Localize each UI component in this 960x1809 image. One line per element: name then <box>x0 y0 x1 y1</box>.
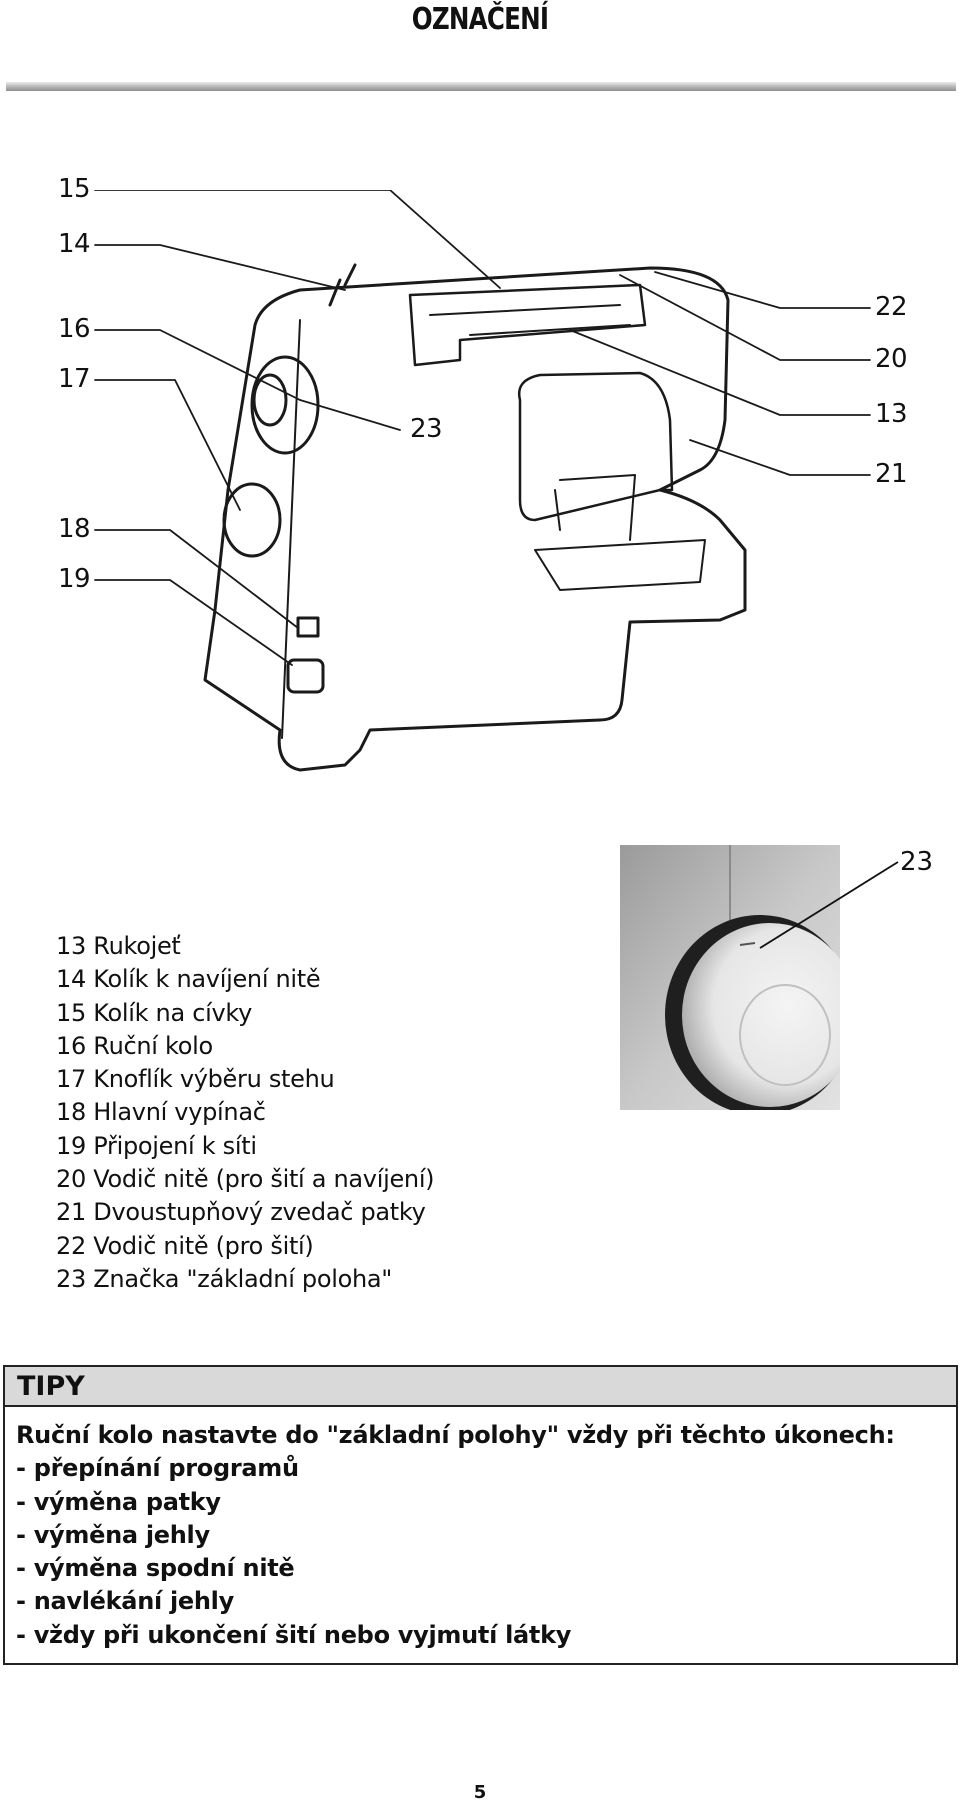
title-divider <box>6 82 956 91</box>
callout-14: 14 <box>58 229 91 259</box>
leader-16 <box>94 329 301 401</box>
leader-22 <box>654 271 871 309</box>
leader-23 <box>299 399 401 431</box>
power-socket <box>286 658 325 694</box>
list-item: 13 Rukojeť <box>56 932 181 960</box>
sewing-machine-illustration: 15 14 16 17 23 18 19 22 20 13 21 <box>0 174 960 850</box>
selector-knob <box>222 482 282 558</box>
power-switch <box>296 616 320 638</box>
callout-18: 18 <box>58 514 91 544</box>
leader-17 <box>94 379 241 511</box>
tips-item: - výměna jehly <box>16 1520 210 1549</box>
callout-22: 22 <box>875 292 908 322</box>
leader-15 <box>94 189 501 289</box>
callout-16: 16 <box>58 314 91 344</box>
tips-item: - výměna spodní nitě <box>16 1554 295 1583</box>
photo-leader-line <box>759 861 899 949</box>
leader-20 <box>619 274 871 361</box>
callout-20: 20 <box>875 344 908 374</box>
tips-item: - výměna patky <box>16 1487 221 1516</box>
tips-item: - navlékání jehly <box>16 1587 234 1616</box>
list-item: 22 Vodič nitě (pro šití) <box>56 1231 314 1260</box>
tips-item: - přepínání programů <box>16 1454 299 1483</box>
tips-intro: Ruční kolo nastavte do "základní polohy"… <box>16 1421 895 1449</box>
arm-opening <box>517 371 674 522</box>
list-item: 23 Značka "základní poloha" <box>56 1264 393 1293</box>
page-title: OZNAČENÍ <box>411 2 549 37</box>
photo-callout-23: 23 <box>900 847 934 877</box>
callout-21: 21 <box>875 459 908 489</box>
callout-17: 17 <box>58 364 91 394</box>
list-item: 19 Připojení k síti <box>56 1131 257 1160</box>
callout-23: 23 <box>410 414 443 444</box>
machine-body-outline <box>203 266 747 772</box>
leader-14 <box>94 244 346 291</box>
list-item: 18 Hlavní vypínač <box>56 1098 266 1127</box>
callout-15: 15 <box>58 174 91 204</box>
tips-list: - přepínání programů - výměna patky - vý… <box>16 1452 956 1652</box>
page-number: 5 <box>473 1782 487 1803</box>
tips-heading: TIPY <box>5 1367 956 1407</box>
hand-wheel-photo <box>620 845 858 1115</box>
list-item: 14 Kolík k navíjení nitě <box>56 965 321 994</box>
leader-21 <box>689 439 871 476</box>
list-item: 21 Dvoustupňový zvedač patky <box>56 1198 426 1227</box>
tips-box: TIPY Ruční kolo nastavte do "základní po… <box>3 1365 958 1665</box>
callout-19: 19 <box>58 564 91 594</box>
needle-plate <box>534 539 706 591</box>
parts-list: 13 Rukojeť 14 Kolík k navíjení nitě 15 K… <box>56 930 435 1296</box>
list-item: 20 Vodič nitě (pro šití a navíjení) <box>56 1165 435 1194</box>
list-item: 16 Ruční kolo <box>56 1031 213 1060</box>
sewing-machine-drawing <box>94 189 871 772</box>
hand-wheel-photo-drawing <box>620 845 858 1115</box>
callout-13: 13 <box>875 399 908 429</box>
tips-body: Ruční kolo nastavte do "základní polohy"… <box>5 1407 956 1652</box>
leader-18 <box>94 529 299 629</box>
leader-19 <box>94 579 293 666</box>
handle-shape <box>408 283 647 367</box>
leader-13 <box>569 329 871 416</box>
list-item: 17 Knoflík výběru stehu <box>56 1065 335 1094</box>
list-item: 15 Kolík na cívky <box>56 998 253 1027</box>
tips-item: - vždy při ukončení šití nebo vyjmutí lá… <box>16 1620 572 1649</box>
